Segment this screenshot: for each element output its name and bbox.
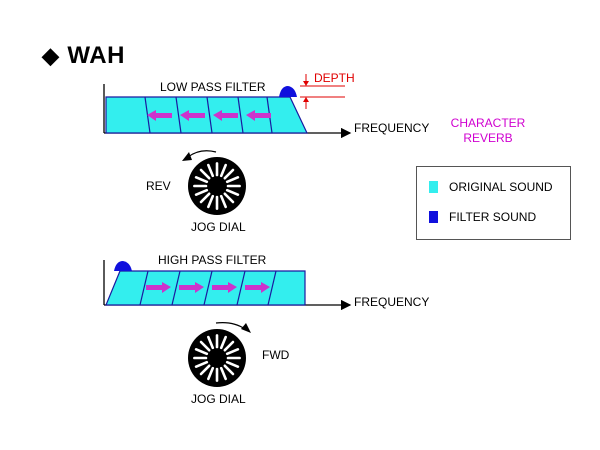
- lpf-frequency-label: FREQUENCY: [354, 121, 430, 135]
- rev-rotation-arrow: [182, 150, 217, 161]
- title-text: WAH: [67, 42, 125, 69]
- hpf-graph: [103, 260, 352, 311]
- hpf-filter-peak: [114, 261, 132, 271]
- diamond-bullet-icon: ◆: [42, 43, 60, 68]
- legend-item-filter: FILTER SOUND: [429, 210, 536, 224]
- lpf-label: LOW PASS FILTER: [160, 80, 266, 94]
- legend-label-filter: FILTER SOUND: [449, 210, 537, 224]
- page-title: ◆ WAH: [42, 42, 125, 70]
- legend-label-original: ORIGINAL SOUND: [449, 180, 553, 194]
- character-reverb-label: CHARACTER REVERB: [446, 116, 530, 146]
- depth-marker: [300, 74, 345, 109]
- hpf-label: HIGH PASS FILTER: [158, 253, 267, 267]
- hpf-frequency-label: FREQUENCY: [354, 295, 430, 309]
- jog-dial-1-icon: [188, 157, 246, 215]
- lpf-left-arrows: [147, 110, 271, 121]
- jog-dial-2-icon: [188, 329, 246, 387]
- hpf-original-band: [105, 270, 306, 306]
- lpf-filter-peak: [279, 86, 297, 97]
- rev-label: REV: [146, 179, 171, 193]
- filter-swatch-icon: [429, 211, 438, 223]
- legend-item-original: ORIGINAL SOUND: [429, 180, 553, 194]
- character-line: CHARACTER: [450, 116, 526, 130]
- lpf-graph: [103, 74, 352, 139]
- jog-dial-2-label: JOG DIAL: [191, 392, 246, 406]
- reverb-line: REVERB: [463, 131, 513, 145]
- fwd-label: FWD: [262, 348, 290, 362]
- depth-label: DEPTH: [314, 71, 355, 85]
- jog-dial-1-label: JOG DIAL: [191, 220, 246, 234]
- lpf-original-band: [105, 96, 308, 134]
- legend: ORIGINAL SOUND FILTER SOUND: [416, 166, 571, 240]
- original-swatch-icon: [429, 181, 438, 193]
- hpf-right-arrows: [146, 282, 270, 293]
- hpf-slant-lines: [139, 270, 277, 306]
- fwd-rotation-arrow: [215, 321, 251, 333]
